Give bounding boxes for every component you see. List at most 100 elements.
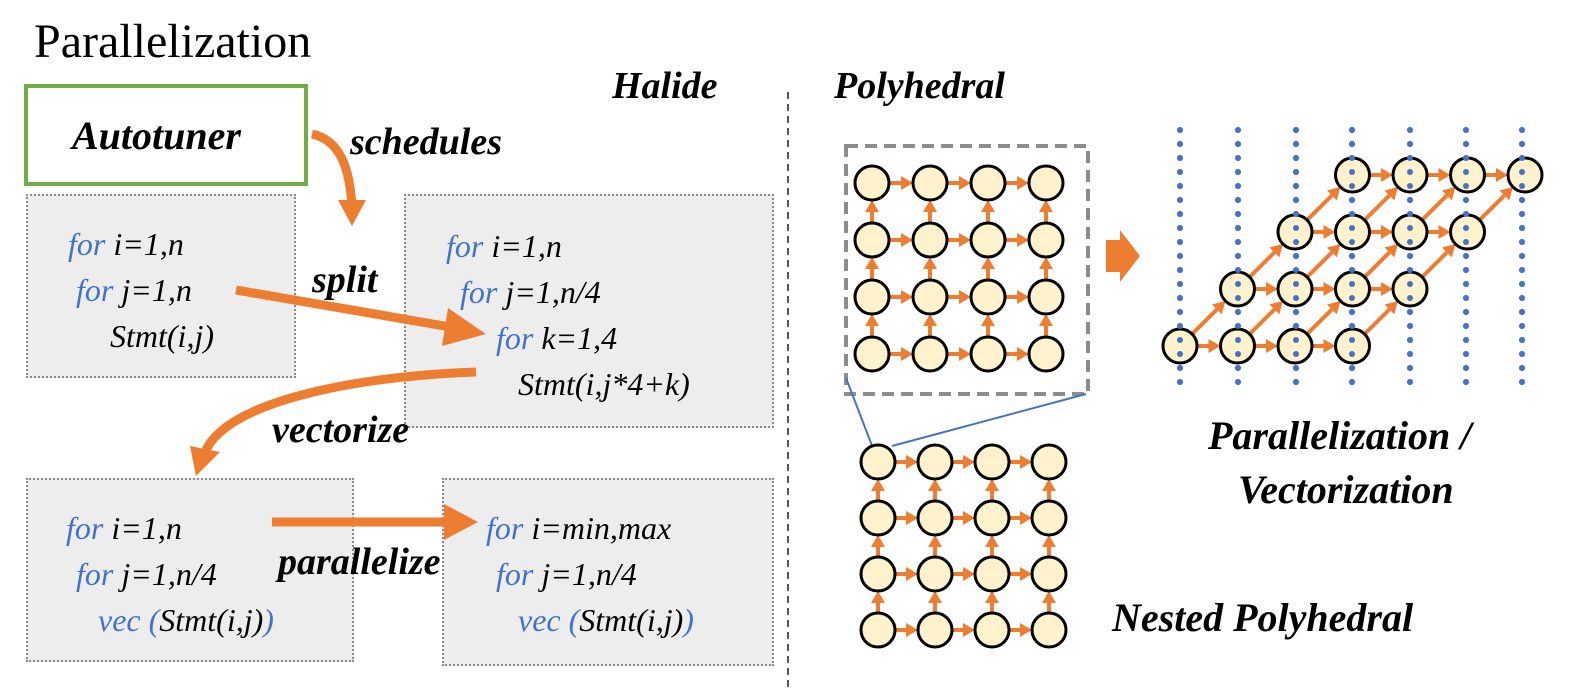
dependency-edge (1363, 193, 1391, 222)
vector-lane-dot (1293, 141, 1299, 147)
dependency-arrowhead (871, 591, 885, 603)
dependency-arrowhead (1384, 300, 1398, 315)
vector-lane-dot (1463, 141, 1469, 147)
vector-lane-dot (1407, 295, 1413, 301)
vector-lane-dot (1519, 211, 1525, 217)
vector-lane-dot (1463, 337, 1469, 343)
dependency-arrowhead (901, 290, 913, 304)
iteration-node (859, 611, 897, 649)
vector-lane-dot (1407, 225, 1413, 231)
code-text: k=1,4 (533, 320, 618, 356)
code-line: for j=1,n/4 (76, 558, 217, 590)
code-text: j=1,n/4 (113, 556, 217, 592)
dependency-edge (1305, 250, 1334, 279)
vector-lane-dot (1293, 281, 1299, 287)
dependency-arrowhead (1020, 455, 1032, 469)
code-line: for i=1,n (68, 228, 184, 260)
dependency-arrowhead (959, 290, 971, 304)
code-text: Stmt(i,j) (579, 602, 684, 638)
vector-lane-dot (1177, 351, 1183, 357)
vector-lane-dot (1349, 225, 1355, 231)
code-text: Stmt(i,j) (159, 602, 264, 638)
vector-lane-dot (1463, 183, 1469, 189)
vector-lane-dot (1293, 379, 1299, 385)
dependency-arrowhead (1323, 282, 1336, 296)
keyword: vec ( (98, 602, 160, 638)
vector-lane-dot (1407, 169, 1413, 175)
code-line: for i=1,n (446, 230, 562, 262)
vector-lane-dot (1407, 239, 1413, 245)
dependency-arrowhead (1323, 225, 1336, 239)
keyword: ) (683, 602, 694, 638)
halide-heading: Halide (612, 65, 718, 107)
vector-lane-dot (1349, 295, 1355, 301)
dependency-edge (1420, 250, 1449, 279)
vector-lane-dot (1293, 351, 1299, 357)
dependency-arrowhead (981, 314, 995, 326)
vector-lane-dot (1519, 379, 1525, 385)
vector-lane-dot (1293, 309, 1299, 315)
vector-lane-dot (1235, 309, 1241, 315)
dependency-edge (1305, 193, 1334, 222)
vector-lane-dot (1407, 379, 1413, 385)
iteration-node (859, 555, 897, 593)
code-text: i=1,n (483, 228, 562, 264)
keyword: ) (263, 602, 274, 638)
parallelize-arrow-head (444, 504, 478, 540)
dependency-arrowhead (1441, 186, 1456, 201)
code-line: for k=1,4 (496, 322, 617, 354)
dependency-arrowhead (1384, 243, 1398, 258)
iteration-node (1030, 443, 1068, 481)
autotuner-box (24, 84, 308, 186)
nested-iteration-grid (859, 443, 1068, 649)
dependency-arrowhead (1499, 186, 1513, 201)
iteration-node (973, 555, 1011, 593)
vector-lane-dot (1177, 183, 1183, 189)
dependency-arrowhead (865, 314, 879, 326)
schedules-label: schedules (350, 121, 502, 163)
iteration-node (1506, 156, 1544, 194)
dependency-arrowhead (928, 535, 942, 547)
dependency-arrowhead (1017, 176, 1029, 190)
vector-lane-dot (1293, 239, 1299, 245)
dependency-arrowhead (871, 535, 885, 547)
vector-lane-dot (1293, 253, 1299, 259)
iteration-node (973, 611, 1011, 649)
dependency-arrowhead (981, 200, 995, 212)
dependency-arrowhead (1266, 282, 1278, 296)
vector-lane-dot (1349, 351, 1355, 357)
dependency-arrowhead (1269, 300, 1283, 315)
dependency-arrowhead (871, 479, 885, 491)
vector-lane-dot (1235, 225, 1241, 231)
dependency-arrowhead (1020, 511, 1032, 525)
iteration-node (1219, 327, 1256, 365)
vector-lane-dot (1463, 281, 1469, 287)
vector-lane-dot (1463, 323, 1469, 329)
dependency-arrowhead (1017, 290, 1029, 304)
vector-lane-dot (1407, 155, 1413, 161)
iteration-node (1276, 327, 1314, 365)
keyword: for (446, 228, 484, 264)
vector-lane-dot (1293, 225, 1299, 231)
zoom-connector-right (891, 393, 1087, 447)
vector-lane-dot (1293, 211, 1299, 217)
dependency-arrowhead (1211, 300, 1226, 315)
keyword: for (66, 510, 104, 546)
dependency-arrowhead (865, 200, 879, 212)
vector-lane-dot (1177, 141, 1183, 147)
keyword: for (496, 320, 534, 356)
dependency-arrowhead (906, 455, 918, 469)
iteration-node (1027, 164, 1065, 202)
vector-lane-dot (1519, 155, 1525, 161)
vector-lane-dot (1293, 183, 1299, 189)
iteration-node (969, 221, 1007, 259)
vector-lane-dot (1519, 141, 1525, 147)
iteration-grid (853, 164, 1065, 373)
iteration-node (973, 443, 1011, 481)
dependency-arrowhead (1326, 300, 1341, 315)
dependency-arrowhead (923, 200, 937, 212)
vector-lane-dot (1407, 351, 1413, 357)
dependency-edge (1420, 193, 1449, 222)
iteration-node (1030, 499, 1068, 537)
vector-lane-dot (1349, 211, 1355, 217)
